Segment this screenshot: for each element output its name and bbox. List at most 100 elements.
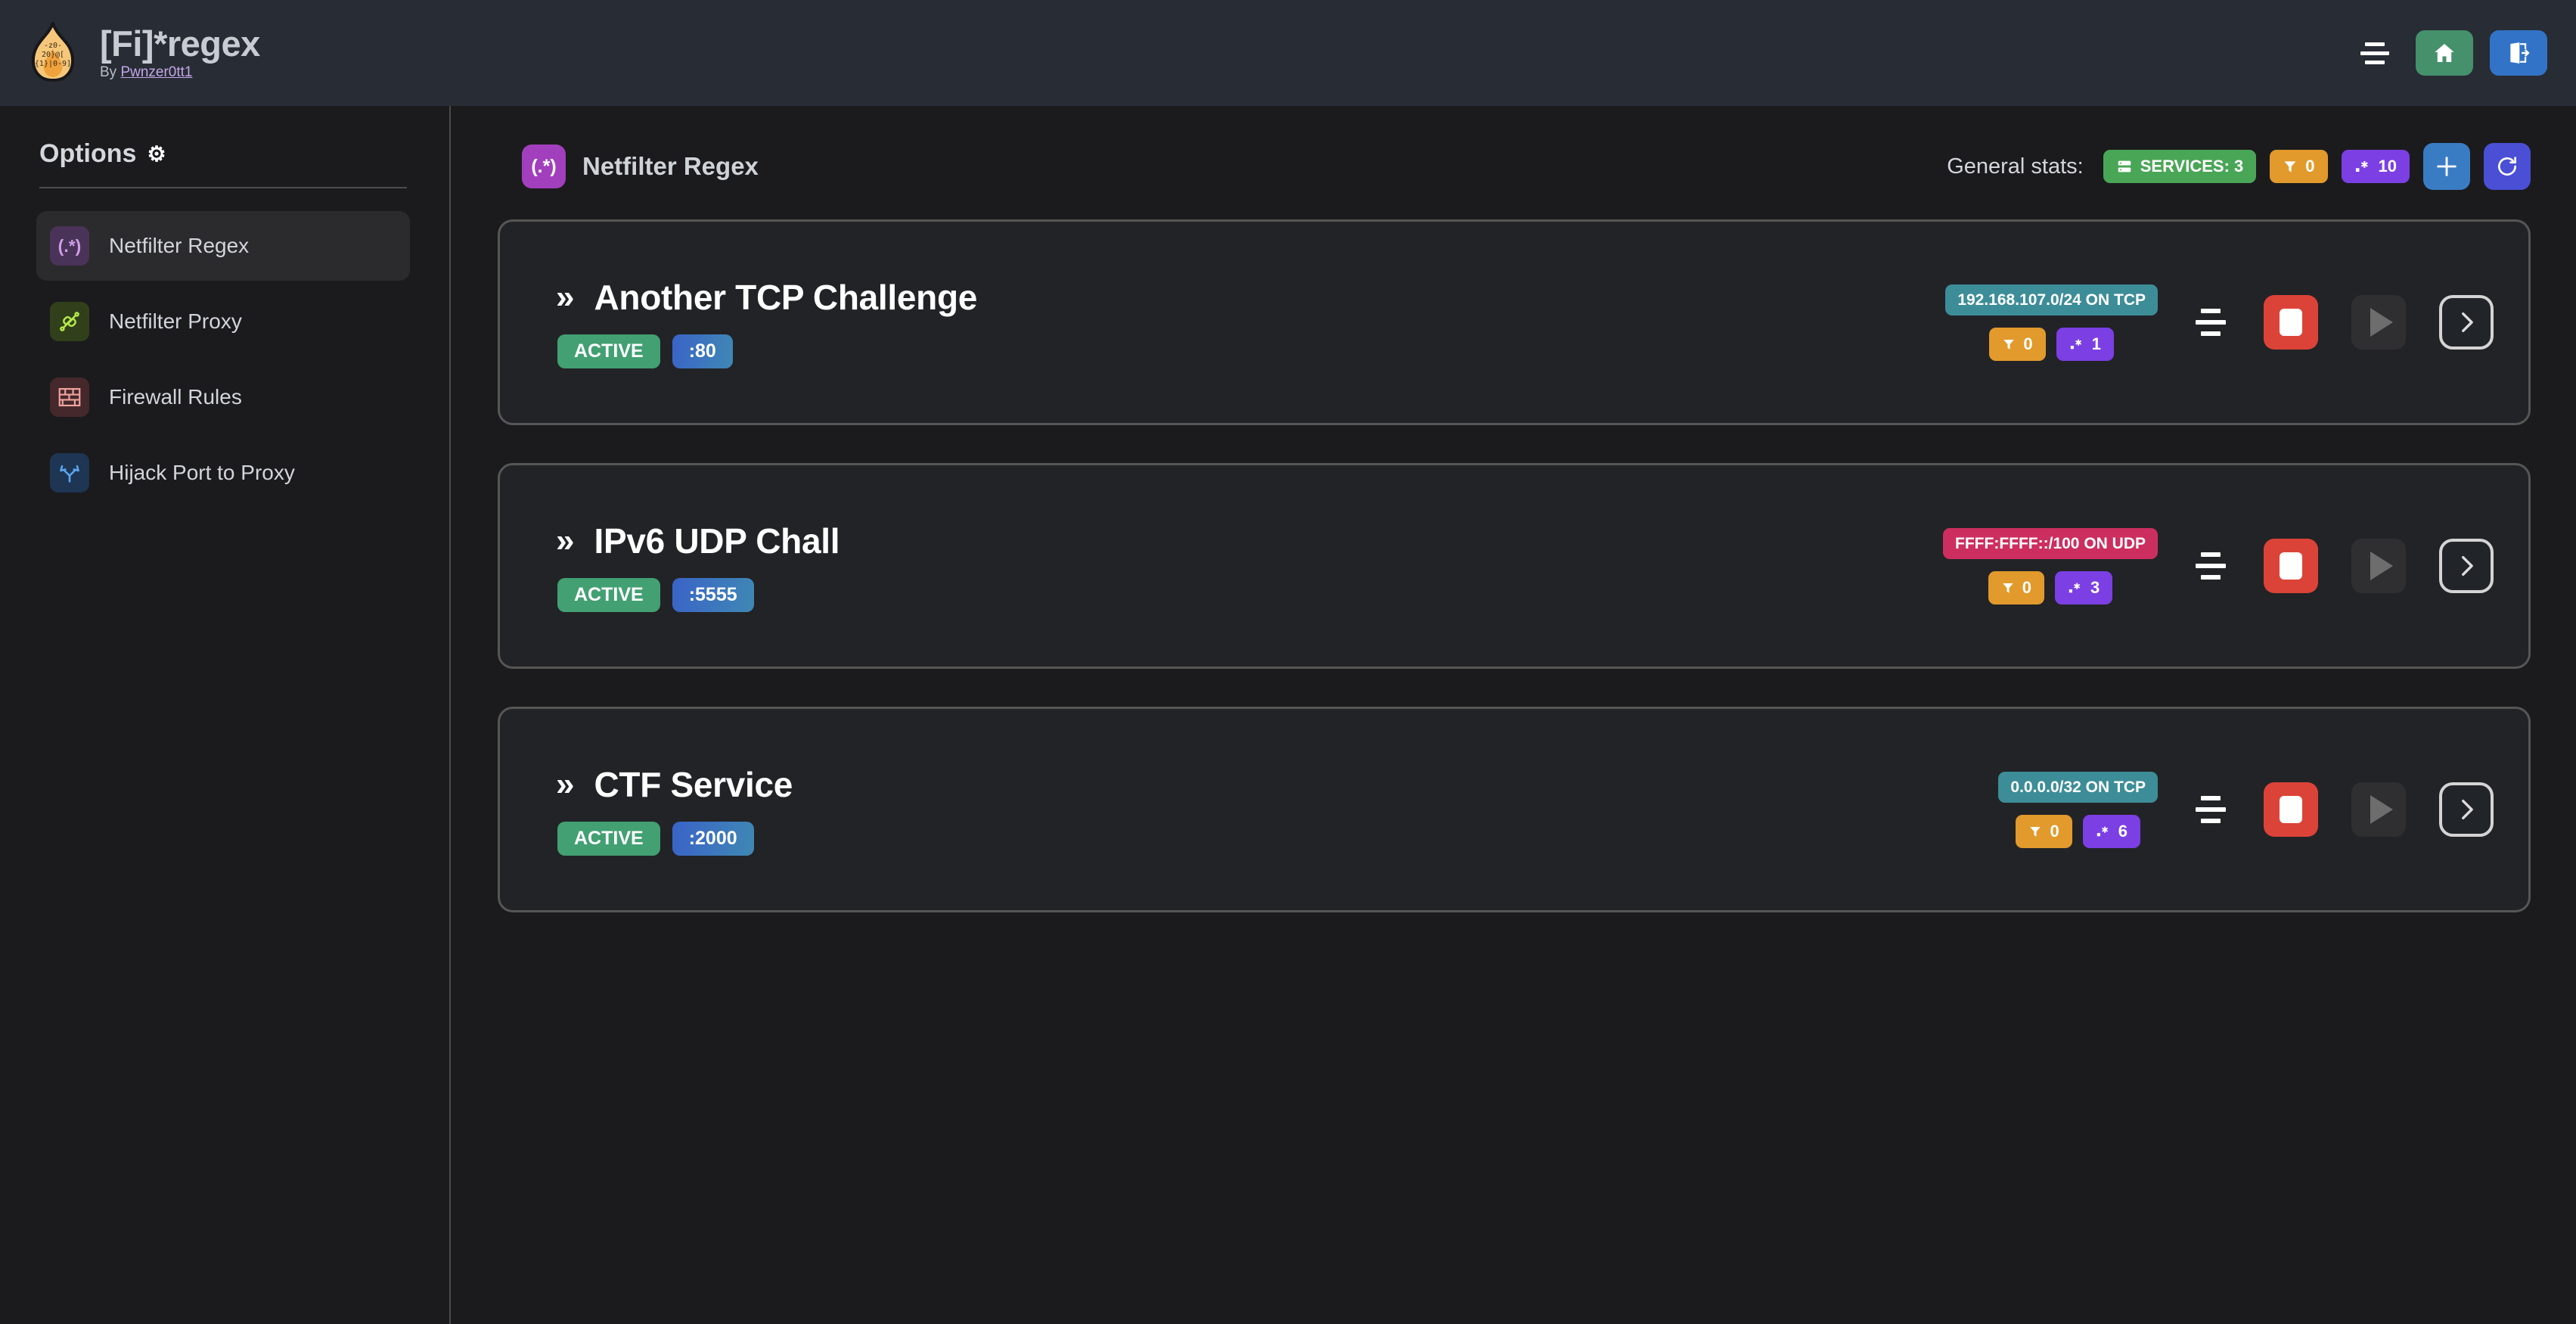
home-button[interactable]: [2416, 30, 2473, 76]
regex-dot-star-icon: [2068, 581, 2083, 595]
sliders-lines-icon[interactable]: [2191, 309, 2230, 336]
stop-icon: [2280, 552, 2302, 580]
status-badge: ACTIVE: [557, 577, 660, 612]
stop-button[interactable]: [2264, 782, 2318, 837]
sliders-lines-icon[interactable]: [2191, 552, 2230, 580]
sidebar-divider: [39, 187, 407, 188]
regex-dot-star-icon: [2096, 825, 2111, 838]
service-actions: 0.0.0.0/32 ON TCP 0: [1998, 771, 2494, 848]
filter-icon: [2002, 337, 2016, 351]
filter-icon: [2283, 159, 2298, 174]
sidebar-item-hijack-port-to-proxy[interactable]: Hijack Port to Proxy: [36, 438, 410, 508]
regex-icon: (.*): [522, 145, 566, 188]
service-badges: ACTIVE :2000: [556, 821, 793, 856]
gear-icon: ⚙: [147, 141, 166, 166]
status-badge-services: SERVICES: 3: [2103, 150, 2257, 183]
filter-count-label: 0: [2023, 334, 2033, 353]
sidebar-heading-label: Options: [39, 139, 137, 168]
service-name: Another TCP Challenge: [594, 277, 978, 317]
sidebar-item-label: Hijack Port to Proxy: [109, 461, 295, 484]
brand: -z0- 20}@[ {1}|0-9] [Fi]*regex By Pwnzer…: [26, 22, 260, 84]
plug-connect-icon: [50, 302, 89, 341]
play-icon: [2370, 308, 2393, 337]
app-title: [Fi]*regex: [100, 23, 260, 64]
service-network-info: 0.0.0.0/32 ON TCP 0: [1998, 771, 2158, 848]
refresh-button[interactable]: [2484, 143, 2531, 190]
service-title: » Another TCP Challenge: [556, 277, 977, 318]
service-title: » CTF Service: [556, 764, 793, 805]
port-badge: :80: [672, 334, 733, 368]
route-fork-icon: [50, 453, 89, 493]
service-network-info: FFFF:FFFF::/100 ON UDP 0: [1943, 527, 2158, 605]
service-card[interactable]: » IPv6 UDP Chall ACTIVE :5555 FFFF:FFFF:…: [498, 463, 2531, 669]
sidebar-item-label: Netfilter Proxy: [109, 309, 242, 333]
regex-dot-star-icon: [2354, 159, 2371, 174]
service-details-button[interactable]: [2439, 782, 2494, 837]
double-chevron-right-icon: »: [556, 521, 575, 559]
play-button[interactable]: [2351, 782, 2406, 837]
service-actions: 192.168.107.0/24 ON TCP 0: [1945, 284, 2494, 361]
add-service-button[interactable]: [2423, 143, 2470, 190]
stop-icon: [2280, 309, 2302, 336]
sliders-lines-icon[interactable]: [2191, 796, 2230, 823]
service-info: » CTF Service ACTIVE :2000: [556, 764, 793, 856]
service-card[interactable]: » Another TCP Challenge ACTIVE :80 192.1…: [498, 219, 2531, 425]
sidebar-heading: Options ⚙: [36, 139, 410, 169]
status-badge: ACTIVE: [557, 821, 660, 856]
byline-prefix: By: [100, 64, 121, 80]
filter-icon: [2028, 825, 2042, 838]
regex-count-badge: 6: [2082, 814, 2140, 848]
flame-regex-logo-icon: -z0- 20}@[ {1}|0-9]: [26, 22, 80, 84]
service-badges: ACTIVE :5555: [556, 577, 840, 612]
author-link[interactable]: Pwnzer0tt1: [120, 64, 193, 80]
service-card[interactable]: » CTF Service ACTIVE :2000 0.0.0.0/32 ON…: [498, 707, 2531, 912]
regex-icon: (.*): [50, 226, 89, 266]
regexes-count-label: 10: [2378, 157, 2397, 176]
service-details-button[interactable]: [2439, 539, 2494, 593]
service-network-info: 192.168.107.0/24 ON TCP 0: [1945, 284, 2158, 361]
logout-icon: [2506, 41, 2531, 65]
sidebar-item-netfilter-proxy[interactable]: Netfilter Proxy: [36, 287, 410, 356]
port-badge: :2000: [672, 821, 754, 856]
service-info: » IPv6 UDP Chall ACTIVE :5555: [556, 521, 840, 612]
services-count-label: SERVICES: 3: [2140, 157, 2244, 176]
sidebar: Options ⚙ (.*) Netfilter Regex Netfilter…: [0, 106, 451, 1324]
stop-icon: [2280, 796, 2302, 823]
logout-button[interactable]: [2490, 30, 2547, 76]
svg-text:20}@[: 20}@[: [42, 51, 64, 59]
regex-count-label: 1: [2091, 334, 2101, 353]
status-badge: ACTIVE: [557, 334, 660, 368]
stop-button[interactable]: [2264, 539, 2318, 593]
svg-text:{1}|0-9]: {1}|0-9]: [35, 60, 71, 68]
chevron-right-icon: [2453, 553, 2479, 579]
service-details-button[interactable]: [2439, 295, 2494, 350]
regex-count-label: 3: [2090, 577, 2100, 597]
stop-button[interactable]: [2264, 295, 2318, 350]
play-button[interactable]: [2351, 539, 2406, 593]
play-button[interactable]: [2351, 295, 2406, 350]
filter-count-badge: 0: [1989, 327, 2046, 361]
sidebar-item-label: Netfilter Regex: [109, 234, 250, 257]
app-header: -z0- 20}@[ {1}|0-9] [Fi]*regex By Pwnzer…: [0, 0, 2576, 106]
service-actions: FFFF:FFFF::/100 ON UDP 0: [1943, 527, 2494, 605]
port-badge: :5555: [672, 577, 754, 612]
svg-text:-z0-: -z0-: [44, 42, 62, 50]
play-icon: [2370, 552, 2393, 580]
service-title: » IPv6 UDP Chall: [556, 521, 840, 561]
network-badge: FFFF:FFFF::/100 ON UDP: [1943, 527, 2158, 559]
sidebar-item-netfilter-regex[interactable]: (.*) Netfilter Regex: [36, 211, 410, 281]
service-name: IPv6 UDP Chall: [594, 521, 840, 561]
header-actions: [2357, 30, 2547, 76]
hamburger-icon[interactable]: [2357, 38, 2393, 68]
play-icon: [2370, 795, 2393, 824]
filter-count-badge: 0: [2016, 814, 2072, 848]
brick-wall-icon: [50, 378, 89, 417]
regex-dot-star-icon: [2069, 337, 2084, 351]
sidebar-item-label: Firewall Rules: [109, 385, 242, 409]
network-badge: 192.168.107.0/24 ON TCP: [1945, 284, 2158, 315]
service-info: » Another TCP Challenge ACTIVE :80: [556, 277, 977, 368]
filter-count-label: 0: [2022, 577, 2031, 597]
filter-icon: [2001, 581, 2015, 595]
filter-count-badge: 0: [1988, 570, 2044, 605]
sidebar-item-firewall-rules[interactable]: Firewall Rules: [36, 362, 410, 432]
